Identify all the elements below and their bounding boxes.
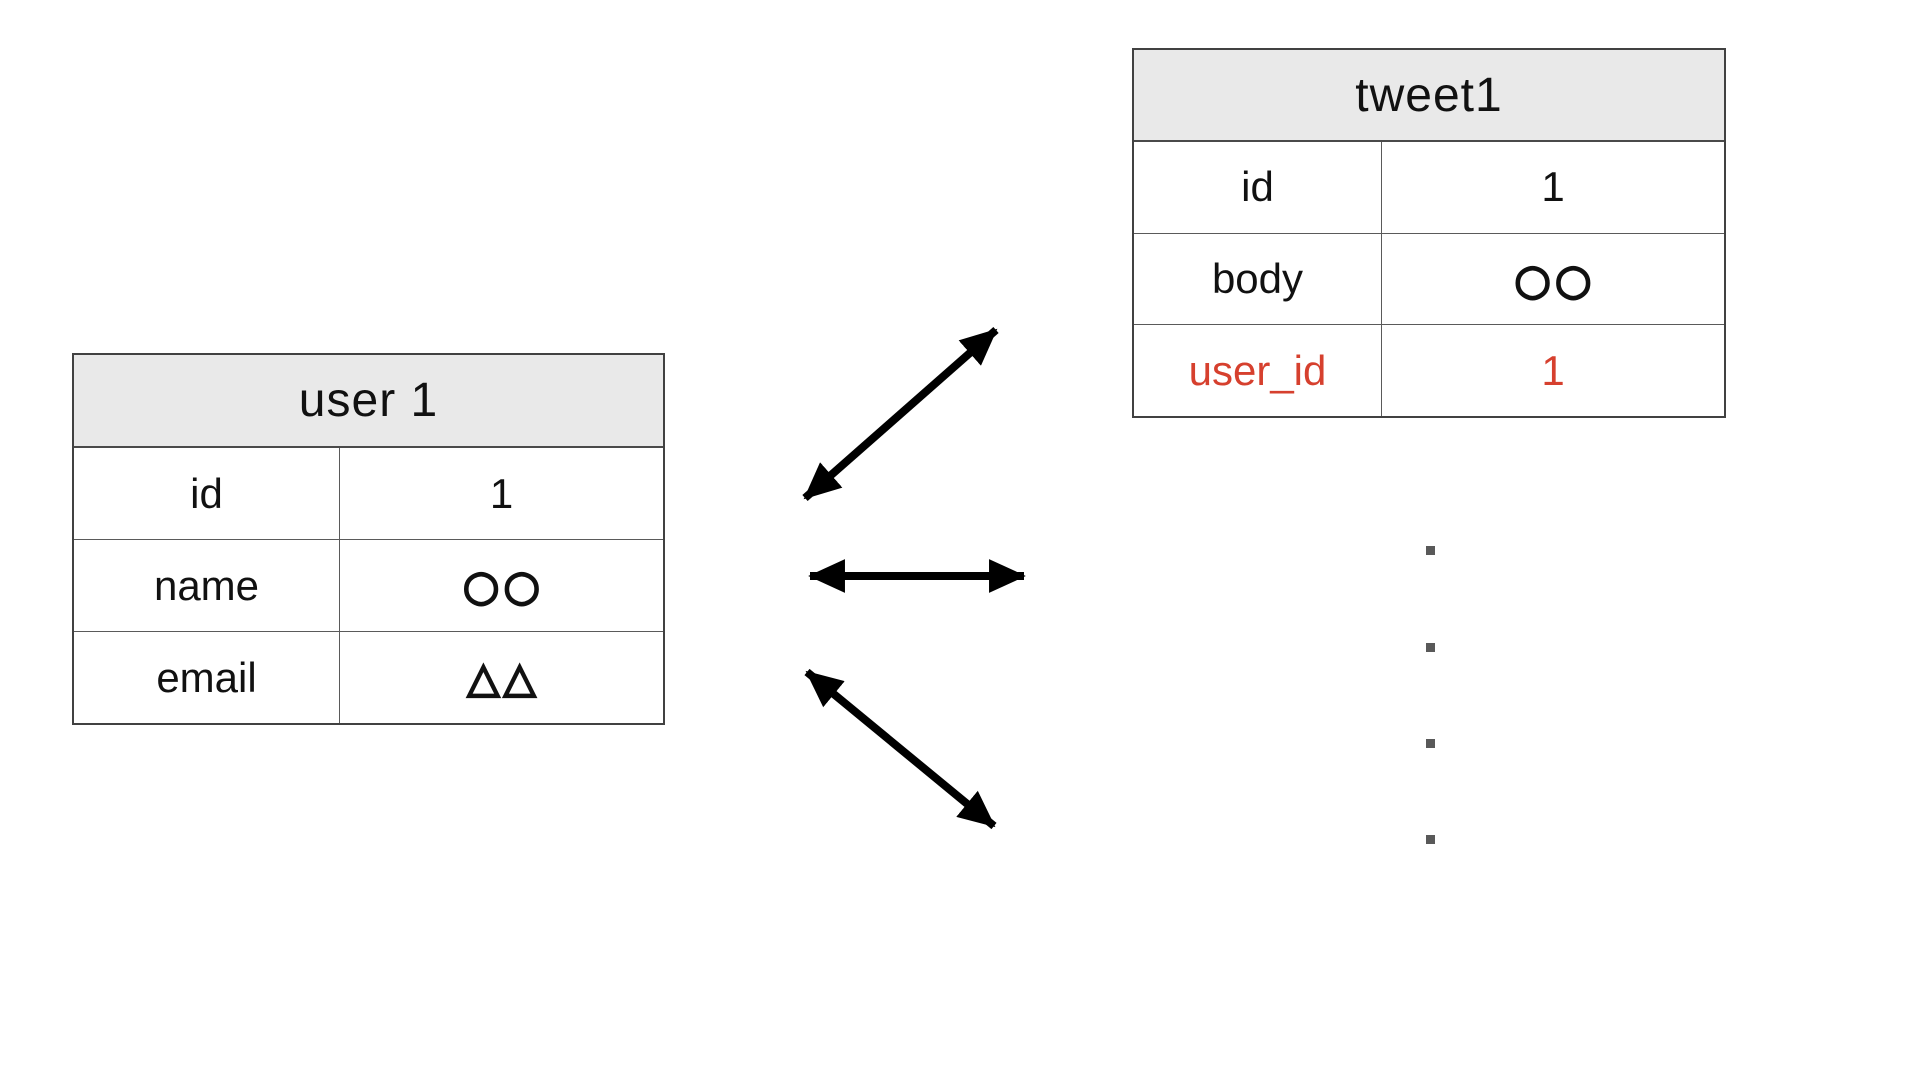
- continuation-dot: [1426, 739, 1435, 748]
- user-name-label: name: [74, 540, 340, 631]
- tweet-table-row-id: id 1: [1134, 142, 1724, 233]
- tweet-body-label: body: [1134, 233, 1382, 325]
- user-name-value-circles: ○○: [462, 560, 545, 611]
- tweet-table-row-user-id: user_id 1: [1134, 324, 1724, 417]
- user-table-row-id: id 1: [74, 448, 663, 539]
- user-email-value-triangles: △△: [466, 652, 540, 703]
- tweet-id-value: 1: [1541, 163, 1565, 211]
- continuation-dot: [1426, 643, 1435, 652]
- user-table-row-name: name ○○: [74, 539, 663, 631]
- tweet-table: tweet1 id 1 body ○○ user_id 1: [1132, 48, 1726, 418]
- tweet-body-value-circles: ○○: [1513, 253, 1596, 304]
- user-id-label: id: [74, 448, 340, 539]
- continuation-dot: [1426, 835, 1435, 844]
- tweet-table-title: tweet1: [1134, 50, 1724, 142]
- user-email-label: email: [74, 632, 340, 723]
- continuation-dot: [1426, 546, 1435, 555]
- user-table-row-email: email △△: [74, 631, 663, 723]
- relation-arrow-bottom-diagonal: [804, 668, 997, 830]
- user-table-title: user 1: [74, 355, 663, 448]
- tweet-table-row-body: body ○○: [1134, 232, 1724, 325]
- tweet-id-label: id: [1134, 142, 1382, 233]
- tweet-user-id-label: user_id: [1134, 325, 1382, 417]
- user-id-value: 1: [489, 469, 514, 517]
- relation-arrow-top-diagonal: [802, 326, 999, 502]
- user-table: user 1 id 1 name ○○ email △△: [72, 353, 665, 725]
- tweet-user-id-value: 1: [1541, 346, 1565, 394]
